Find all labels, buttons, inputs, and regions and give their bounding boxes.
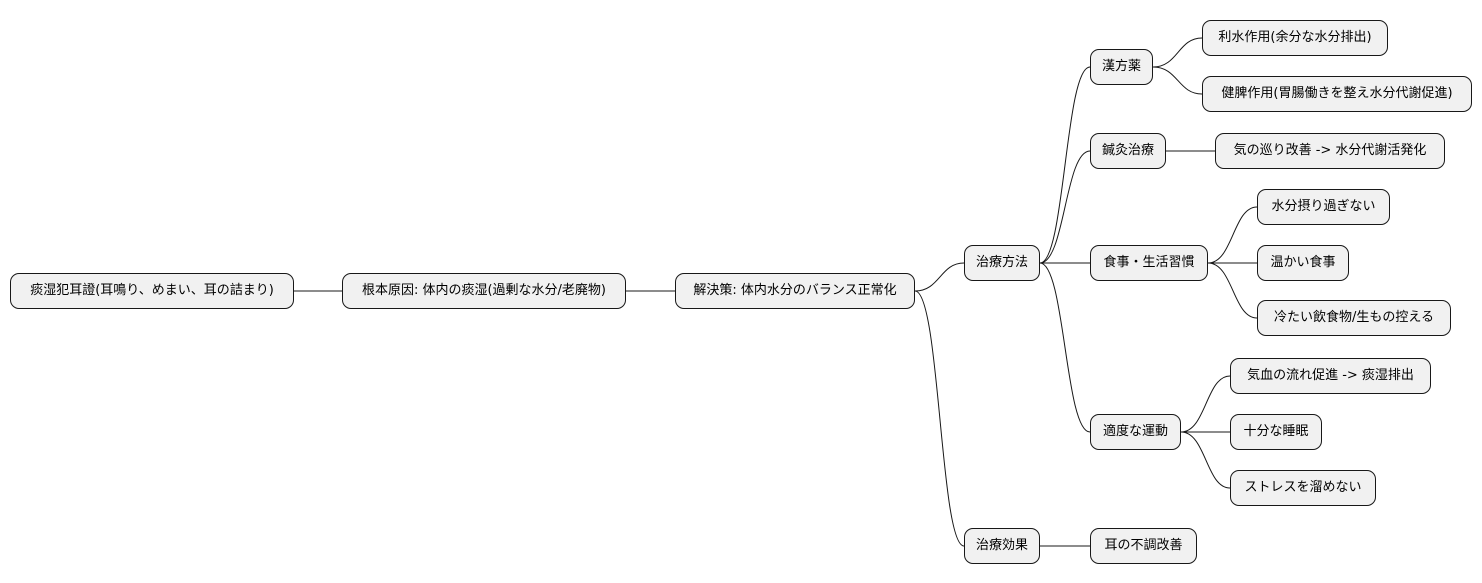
- edge-kampo-item2: [1152, 66, 1203, 95]
- avoid-cold-food-node: 冷たい飲食物/生もの控える: [1257, 300, 1451, 336]
- exercise-node: 適度な運動: [1090, 414, 1181, 450]
- edge-kampo-item1: [1152, 37, 1203, 68]
- root-node: 痰湿犯耳證(耳鳴り、めまい、耳の詰まり): [10, 273, 294, 309]
- edge-exercise-item3: [1180, 431, 1231, 489]
- edge-exercise-item1: [1180, 375, 1231, 433]
- diet-lifestyle-node: 食事・生活習慣: [1090, 245, 1208, 281]
- diuretic-action-node: 利水作用(余分な水分排出): [1202, 20, 1388, 56]
- warm-meals-node: 温かい食事: [1257, 245, 1349, 281]
- acupuncture-node: 鍼灸治療: [1090, 133, 1166, 169]
- treatment-effect-node: 治療効果: [964, 528, 1040, 564]
- edge-methods-exercise: [1039, 262, 1091, 433]
- limit-water-node: 水分摂り過ぎない: [1257, 189, 1390, 225]
- edge-solution-methods: [914, 262, 965, 292]
- treatment-methods-node: 治療方法: [964, 245, 1040, 281]
- qi-circulation-node: 気の巡り改善 -> 水分代謝活発化: [1215, 133, 1445, 169]
- promote-circulation-node: 気血の流れ促進 -> 痰湿排出: [1230, 358, 1431, 394]
- edge-methods-kampo: [1039, 66, 1091, 264]
- edge-solution-effect: [914, 290, 965, 547]
- kampo-node: 漢方薬: [1090, 49, 1153, 85]
- solution-node: 解決策: 体内水分のバランス正常化: [675, 273, 915, 309]
- adequate-sleep-node: 十分な睡眠: [1230, 414, 1322, 450]
- cause-node: 根本原因: 体内の痰湿(過剰な水分/老廃物): [342, 273, 626, 309]
- spleen-strengthening-node: 健脾作用(胃腸働きを整え水分代謝促進): [1202, 76, 1472, 112]
- edge-methods-acupuncture: [1039, 150, 1091, 264]
- ear-improvement-node: 耳の不調改善: [1090, 528, 1197, 564]
- avoid-stress-node: ストレスを溜めない: [1230, 470, 1376, 506]
- edge-diet-item1: [1207, 206, 1258, 264]
- edge-diet-item3: [1207, 262, 1258, 319]
